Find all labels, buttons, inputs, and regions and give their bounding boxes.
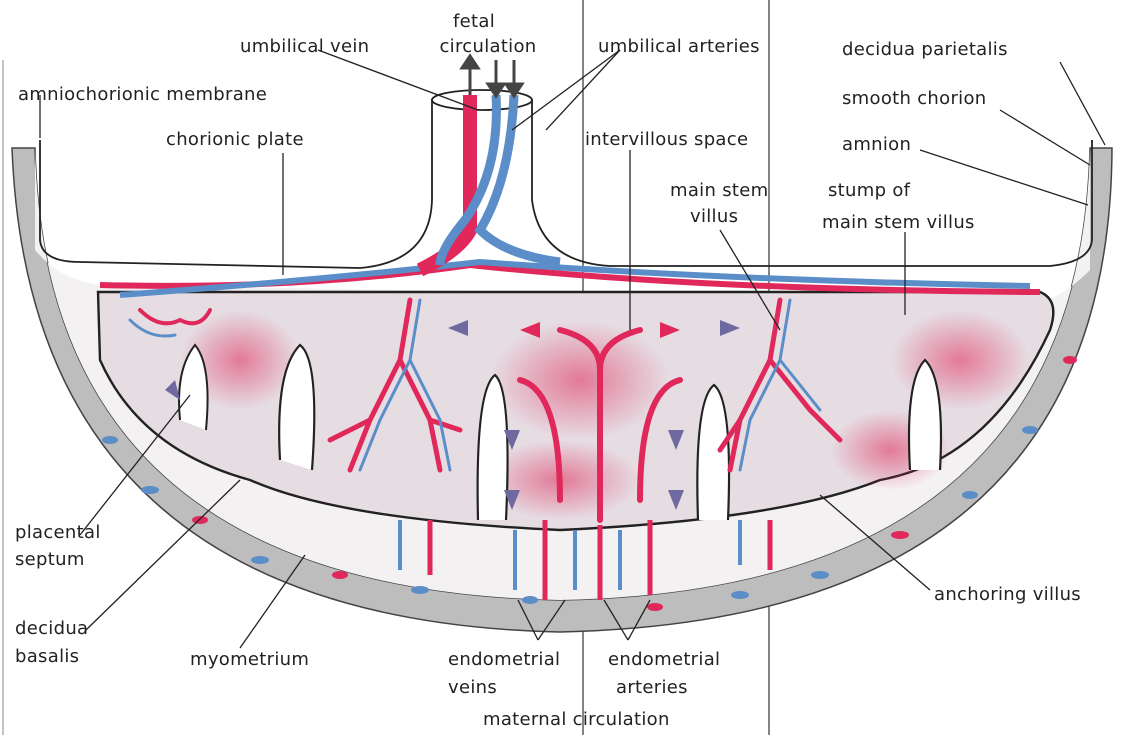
label-anchoring-villus: anchoring villus	[934, 584, 1081, 605]
label-endometrial-veins-1: endometrial	[448, 649, 560, 670]
label-fetal-circulation-2: circulation	[439, 36, 536, 57]
label-endometrial-veins-2: veins	[448, 677, 497, 698]
label-amniochorionic-membrane: amniochorionic membrane	[18, 84, 267, 105]
label-stump-1: stump of	[828, 180, 911, 201]
label-intervillous-space: intervillous space	[585, 129, 748, 150]
label-main-stem-villus-1: main stem	[670, 180, 768, 201]
label-decidua-basalis-2: basalis	[15, 646, 79, 667]
label-amnion: amnion	[842, 134, 911, 155]
fetal-circulation-arrows	[462, 56, 522, 96]
amnion-outline	[40, 100, 1092, 268]
label-smooth-chorion: smooth chorion	[842, 88, 986, 109]
label-stump-2: main stem villus	[822, 212, 975, 233]
label-main-stem-villus-2: villus	[690, 206, 738, 227]
label-chorionic-plate: chorionic plate	[166, 129, 304, 150]
label-endometrial-arteries-2: arteries	[616, 677, 688, 698]
label-placental-septum-2: septum	[15, 549, 85, 570]
label-endometrial-arteries-1: endometrial	[608, 649, 720, 670]
label-decidua-basalis-1: decidua	[15, 618, 88, 639]
label-umbilical-vein: umbilical vein	[240, 36, 369, 57]
label-maternal-circulation: maternal circulation	[483, 709, 670, 730]
label-myometrium: myometrium	[190, 649, 309, 670]
label-placental-septum-1: placental	[15, 522, 101, 543]
label-umbilical-arteries: umbilical arteries	[598, 36, 760, 57]
label-decidua-parietalis: decidua parietalis	[842, 39, 1008, 60]
label-fetal-circulation-1: fetal	[453, 11, 495, 32]
